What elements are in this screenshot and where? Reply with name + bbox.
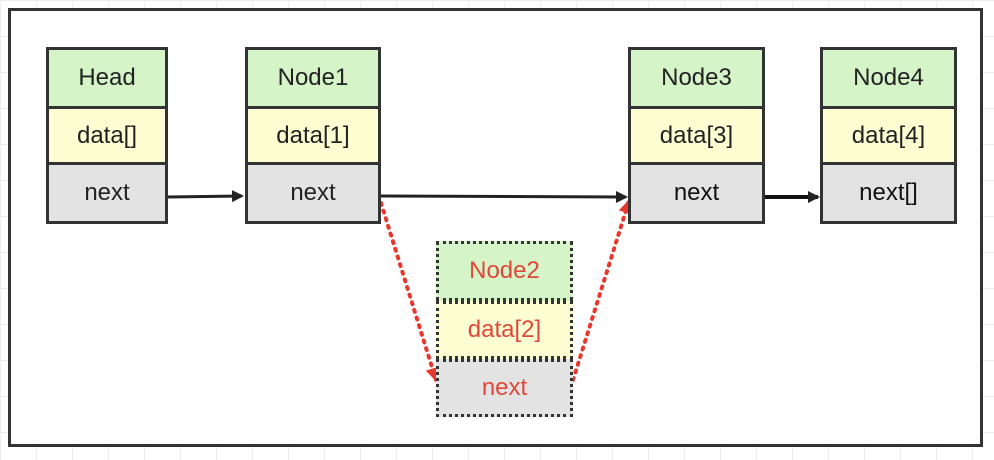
- node-next-pointer: next: [436, 359, 573, 417]
- node-head: Head data[] next: [46, 47, 168, 224]
- node-data: data[1]: [245, 109, 381, 165]
- node-node3: Node3 data[3] next: [628, 47, 765, 224]
- node-node2-removed: Node2 data[2] next: [436, 241, 573, 417]
- arrow-node2-to-node3-dotted: [571, 199, 633, 382]
- node-next-pointer: next: [628, 165, 765, 224]
- node-header: Node1: [245, 47, 381, 109]
- node-header: Node3: [628, 47, 765, 109]
- node-header: Node4: [820, 47, 957, 109]
- node-next-pointer: next: [46, 165, 168, 224]
- node-header: Head: [46, 47, 168, 109]
- node-node4: Node4 data[4] next[]: [820, 47, 957, 224]
- node-data: data[4]: [820, 109, 957, 165]
- node-data: data[]: [46, 109, 168, 165]
- arrow-node1-to-node3: [380, 190, 628, 203]
- node-node1: Node1 data[1] next: [245, 47, 381, 224]
- node-next-pointer: next: [245, 165, 381, 224]
- node-header: Node2: [436, 241, 573, 301]
- node-data: data[2]: [436, 301, 573, 359]
- arrow-head-to-node1: [167, 190, 244, 203]
- arrow-node1-to-node2-dotted: [379, 201, 440, 382]
- node-data: data[3]: [628, 109, 765, 165]
- node-next-pointer: next[]: [820, 165, 957, 224]
